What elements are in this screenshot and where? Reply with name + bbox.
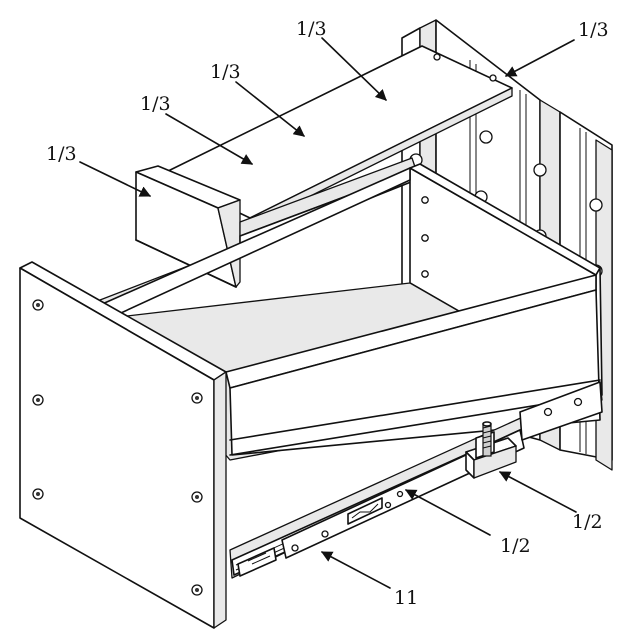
callout-slide-inner-member: 1/2 (500, 535, 531, 557)
callout-top-panel-right: 1/3 (578, 19, 609, 41)
front-panel (19, 261, 227, 629)
callout-top-panel-left: 1/3 (140, 93, 171, 115)
stop-block (465, 421, 517, 479)
callout-top-panel-top: 1/3 (296, 18, 327, 40)
callout-labels: 1/3 1/3 1/3 1/3 1/3 1/2 1/2 11 (46, 18, 609, 609)
callout-slide-stop-block: 1/2 (572, 511, 603, 533)
leader-lines (79, 37, 577, 589)
callout-front-end-block: 1/3 (46, 143, 77, 165)
callout-top-panel-mid: 1/3 (210, 61, 241, 83)
drawer-box (99, 163, 603, 461)
callout-slide-outer-rail: 11 (394, 587, 418, 609)
